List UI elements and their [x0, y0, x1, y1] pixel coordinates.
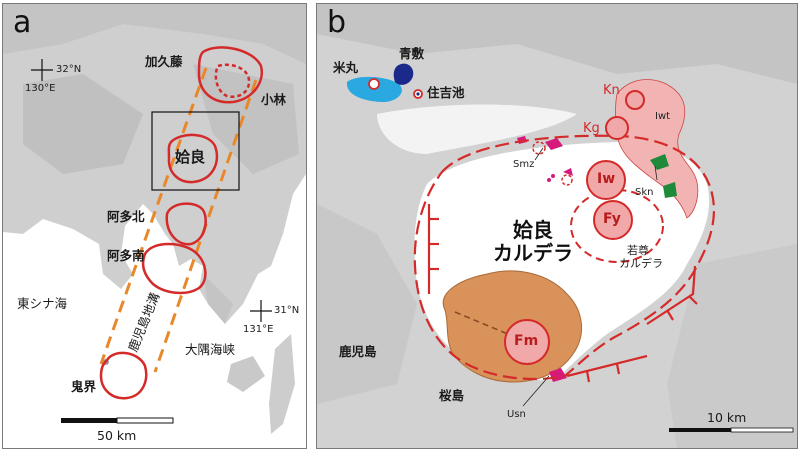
rim-fault-ticks — [427, 204, 698, 383]
label-ata-north: 阿多北 — [107, 209, 145, 224]
label-aira-caldera: 姶良 カルデラ — [493, 219, 573, 265]
smz-magenta-1 — [545, 138, 563, 150]
panel-a-letter: a — [13, 5, 32, 40]
aira-caldera-line2: カルデラ — [493, 241, 573, 265]
coord-lon-130: 130°E — [25, 83, 56, 94]
scale-label-a: 50 km — [97, 428, 137, 443]
label-aoshiki: 青敷 — [399, 46, 425, 61]
label-fm: Fm — [514, 333, 539, 349]
label-kakuto: 加久藤 — [145, 54, 183, 69]
label-sakurajima: 桜島 — [439, 388, 465, 403]
scale-bar-a — [61, 417, 174, 424]
label-kikai: 鬼界 — [71, 379, 97, 394]
label-ata-south: 阿多南 — [107, 248, 145, 263]
label-kagoshima: 鹿児島 — [339, 344, 377, 359]
coord-lat-31: 31°N — [274, 305, 300, 316]
label-aira: 姶良 — [175, 148, 206, 166]
tanegashima — [269, 334, 295, 434]
wakamiko-line1: 若尊 — [627, 244, 649, 257]
wakamiko-line2: カルデラ — [619, 257, 663, 271]
label-iwt: Iwt — [655, 111, 671, 122]
panel-b-letter: b — [327, 5, 347, 40]
aoshiki-area — [393, 63, 414, 85]
graticule-marks — [31, 59, 272, 322]
label-smz: Smz — [513, 159, 535, 170]
label-skn: Skn — [635, 187, 654, 198]
aira-inset-box — [151, 111, 240, 191]
label-sumiyoshiike: 住吉池 — [427, 85, 465, 100]
vent-kn — [625, 90, 645, 110]
coord-lon-131: 131°E — [243, 324, 274, 335]
label-kg: Kg — [583, 121, 600, 136]
label-osumi-strait: 大隅海峡 — [185, 342, 236, 357]
panel-b-svg — [317, 4, 797, 448]
aira-caldera-line1: 姶良 — [513, 218, 553, 242]
caldera-outlines — [99, 46, 264, 400]
label-kobayashi: 小林 — [261, 92, 287, 107]
vent-fm — [504, 319, 550, 365]
label-fy: Fy — [603, 211, 621, 227]
skn-green-1 — [650, 154, 669, 170]
vent-fy — [593, 200, 633, 240]
label-wakamiko-caldera: 若尊 カルデラ — [619, 244, 663, 270]
skn-green-2 — [663, 182, 677, 198]
panel-b-map: b 米丸 青敷 住吉池 Kn Kg Iwt Smz Skn Iw Fy Fm 姶… — [316, 3, 798, 449]
label-yonemaru: 米丸 — [333, 60, 359, 75]
label-kn: Kn — [603, 83, 620, 98]
label-iw: Iw — [597, 171, 616, 187]
vent-kg — [605, 116, 629, 140]
panel-a-svg — [3, 4, 306, 448]
scale-label-b: 10 km — [707, 410, 747, 425]
vent-circles — [504, 90, 645, 365]
label-usn: Usn — [507, 409, 526, 420]
label-east-china-sea: 東シナ海 — [17, 296, 68, 311]
vent-iw — [586, 160, 626, 200]
wakamiko-caldera-outline — [570, 189, 664, 263]
scale-bar-b — [669, 427, 794, 433]
panel-a-map: a 加久藤 小林 姶良 阿多北 阿多南 鬼界 東シナ海 大隅海峡 鹿児島地溝 3… — [2, 3, 307, 449]
coord-lat-32: 32°N — [56, 64, 82, 75]
